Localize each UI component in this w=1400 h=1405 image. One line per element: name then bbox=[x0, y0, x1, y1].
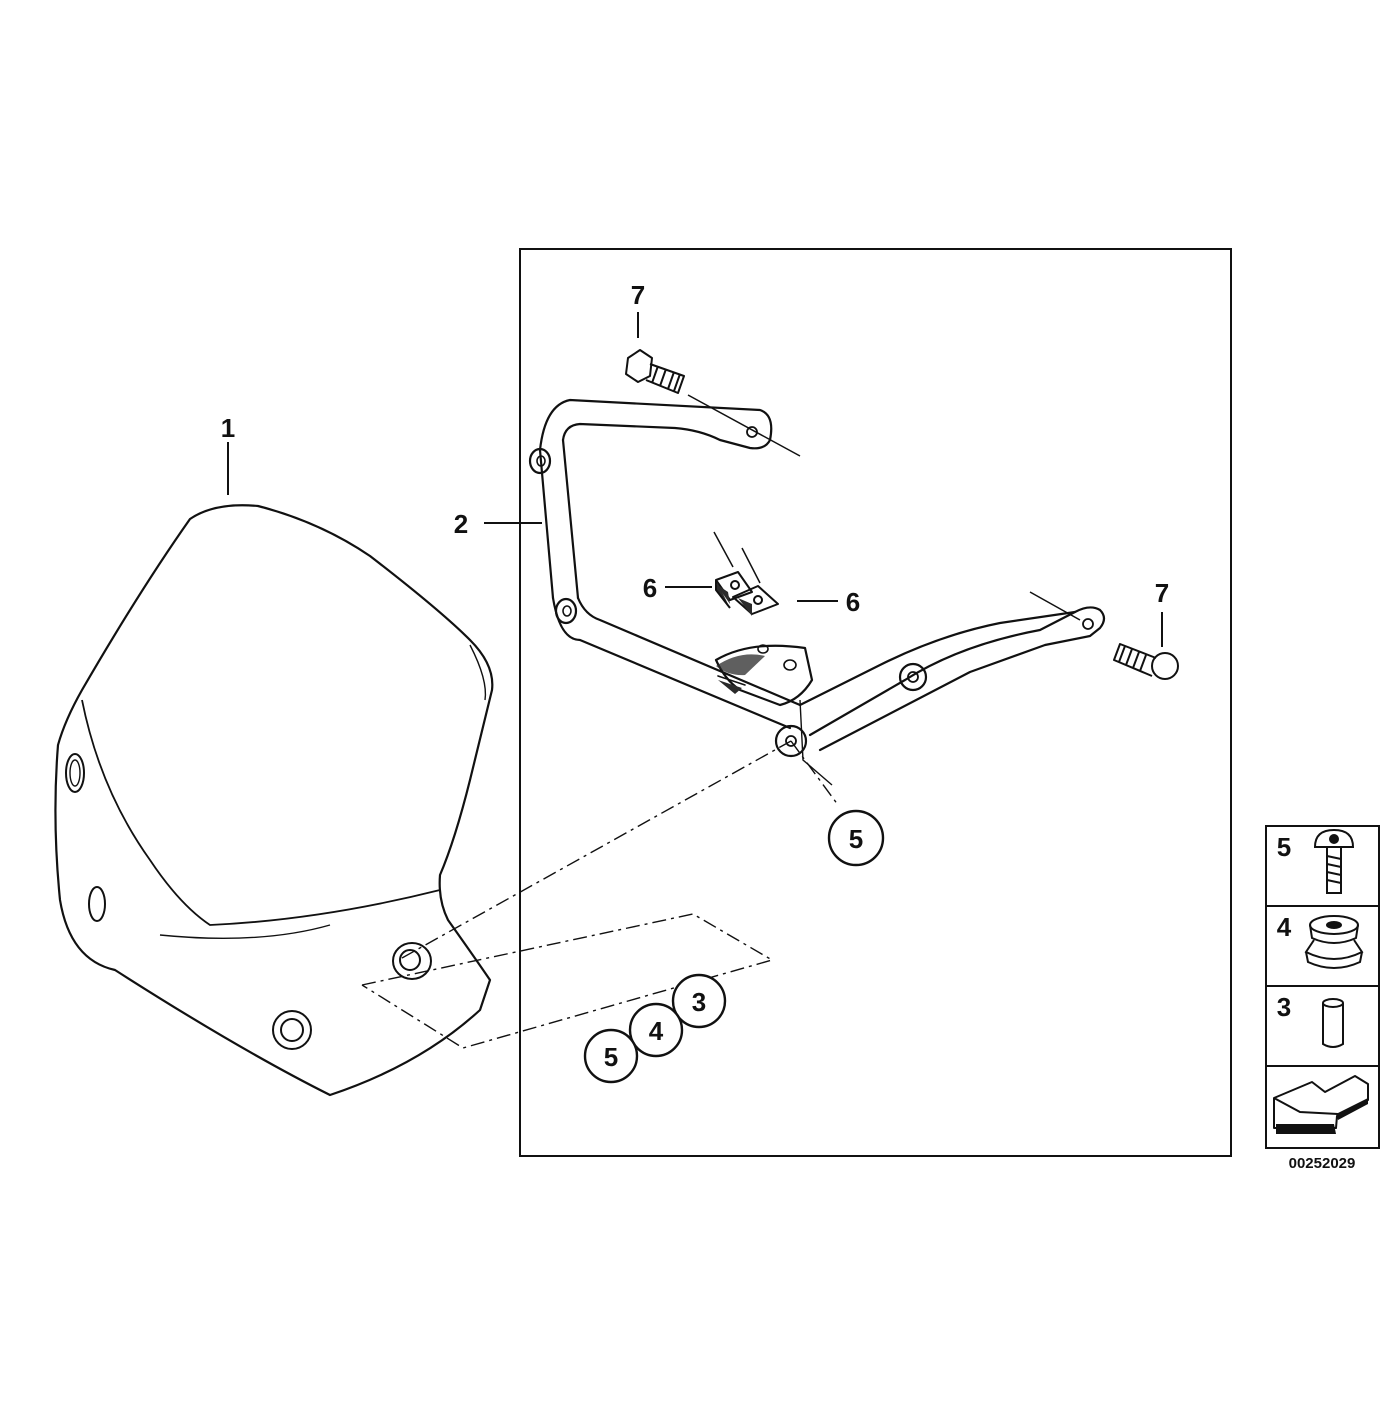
legend-item-sleeve: 3 bbox=[1277, 992, 1344, 1048]
clip-nut-shading bbox=[716, 584, 752, 616]
svg-text:5: 5 bbox=[849, 824, 863, 854]
mounting-bracket-part bbox=[528, 398, 1106, 758]
callout-7a: 7 bbox=[631, 280, 645, 310]
callout-6a: 6 bbox=[643, 573, 657, 603]
direction-arrow-icon bbox=[1273, 1075, 1369, 1134]
assembly-line-set bbox=[361, 913, 774, 1049]
assembly-line-windscreen bbox=[401, 740, 792, 959]
axis-line-7b bbox=[1029, 591, 1081, 621]
windscreen-part bbox=[54, 504, 494, 1097]
bolt-part-upper bbox=[625, 349, 685, 394]
axis-line-6a bbox=[713, 531, 734, 568]
assembly-line-5 bbox=[790, 740, 839, 806]
sleeve-icon bbox=[1322, 998, 1344, 1048]
callout-6b: 6 bbox=[846, 587, 860, 617]
circled-callout-4-set: 4 bbox=[628, 1002, 684, 1058]
callout-1: 1 bbox=[221, 413, 235, 443]
grommet-icon bbox=[1304, 915, 1364, 969]
legend-label-5: 5 bbox=[1277, 832, 1291, 862]
bolt-part-right bbox=[1113, 643, 1179, 680]
callout-7b: 7 bbox=[1155, 578, 1169, 608]
legend-item-screw: 5 bbox=[1277, 828, 1355, 894]
svg-text:4: 4 bbox=[649, 1016, 664, 1046]
callout-2: 2 bbox=[454, 509, 468, 539]
screw-icon bbox=[1313, 828, 1355, 894]
circled-callout-5-bracket: 5 bbox=[827, 809, 885, 867]
legend-label-3: 3 bbox=[1277, 992, 1291, 1022]
legend-item-grommet: 4 bbox=[1277, 912, 1364, 969]
axis-line-7a bbox=[687, 394, 801, 457]
svg-text:5: 5 bbox=[604, 1042, 618, 1072]
axis-line-6b bbox=[741, 547, 761, 584]
diagram-reference-number: 00252029 bbox=[1289, 1155, 1356, 1172]
assembly-line-plate bbox=[799, 699, 833, 786]
legend-label-4: 4 bbox=[1277, 912, 1292, 942]
kit-frame bbox=[519, 248, 1232, 1157]
legend-panel: 5 4 3 bbox=[1265, 825, 1380, 1149]
circled-callout-3-set: 3 bbox=[671, 973, 727, 1029]
svg-text:3: 3 bbox=[692, 987, 706, 1017]
bracket-shading bbox=[716, 654, 765, 694]
circled-callout-5-set: 5 bbox=[583, 1028, 639, 1084]
